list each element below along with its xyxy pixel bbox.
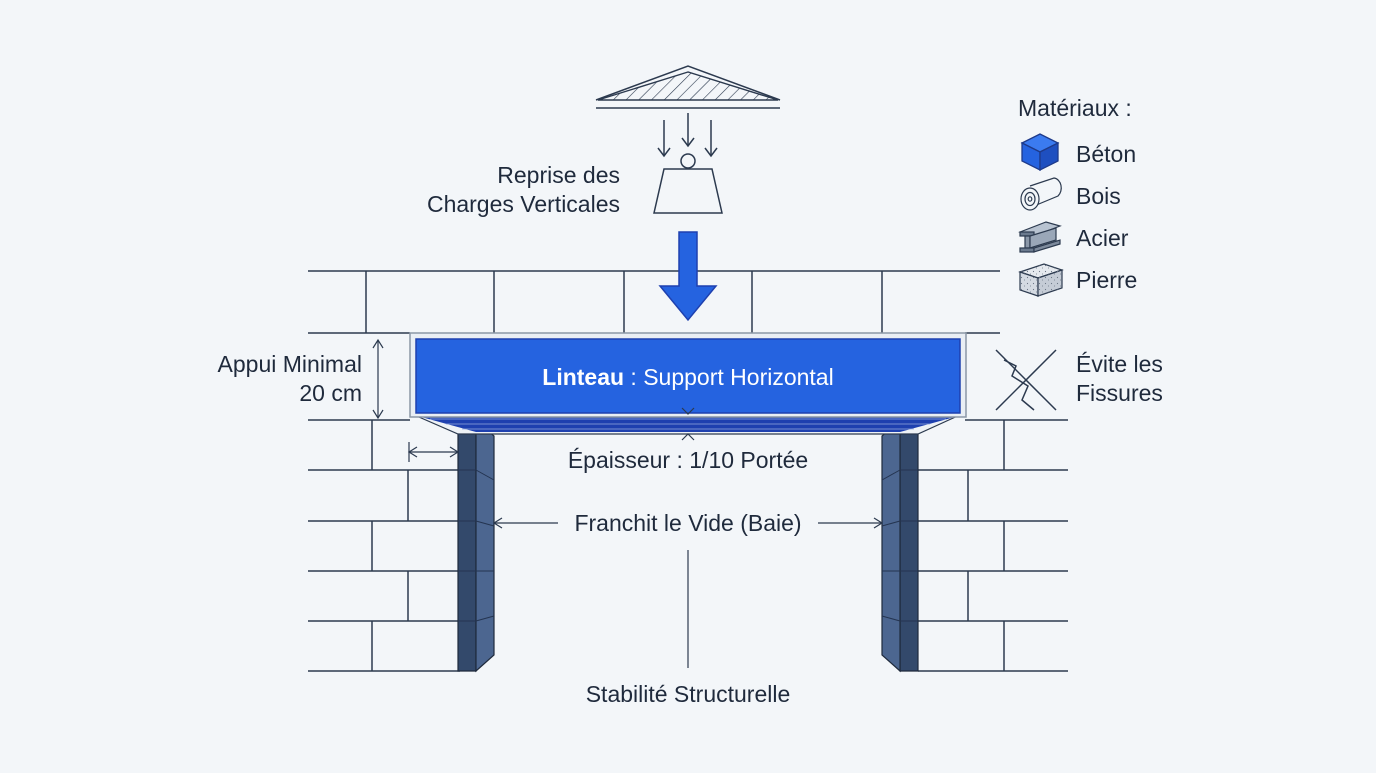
right-brick-wall <box>918 419 1068 672</box>
concrete-cube-icon <box>1020 133 1060 172</box>
crack-x-icon <box>995 349 1057 411</box>
left-brick-wall <box>308 419 460 672</box>
fissures-label-line1: Évite les <box>1076 351 1163 377</box>
load-arrow-down-icon <box>658 231 718 322</box>
appui-dimension <box>372 338 460 462</box>
legend-title: Matériaux : <box>1018 95 1132 121</box>
lintel-label: Linteau : Support Horizontal <box>542 364 833 390</box>
legend-item-pierre: Pierre <box>1076 267 1137 293</box>
wood-log-icon <box>1020 177 1062 211</box>
stone-block-icon <box>1018 263 1064 297</box>
materials-legend: Matériaux : Béton Bois Acier <box>1018 95 1137 297</box>
epaisseur-label: Épaisseur : 1/10 Portée <box>568 447 808 473</box>
load-arrows-icon <box>657 113 718 158</box>
franchit-label: Franchit le Vide (Baie) <box>574 510 801 536</box>
weight-icon <box>653 153 723 214</box>
upper-brick-wall <box>308 270 1000 334</box>
span-dimension <box>492 517 884 529</box>
roof-load-icon <box>595 65 781 109</box>
left-jamb <box>457 418 495 673</box>
charges-label-line2: Charges Verticales <box>427 191 620 217</box>
legend-item-bois: Bois <box>1076 183 1121 209</box>
lintel-beam: Linteau : Support Horizontal <box>409 332 967 435</box>
right-jamb <box>881 418 919 673</box>
appui-label-line2: 20 cm <box>299 380 362 406</box>
charges-label-line1: Reprise des <box>497 162 620 188</box>
stabilite-label: Stabilité Structurelle <box>586 681 791 707</box>
steel-beam-icon <box>1018 221 1062 253</box>
thickness-marker <box>681 407 695 441</box>
appui-label-line1: Appui Minimal <box>218 351 362 377</box>
legend-item-acier: Acier <box>1076 225 1129 251</box>
fissures-label-line2: Fissures <box>1076 380 1163 406</box>
legend-item-beton: Béton <box>1076 141 1136 167</box>
